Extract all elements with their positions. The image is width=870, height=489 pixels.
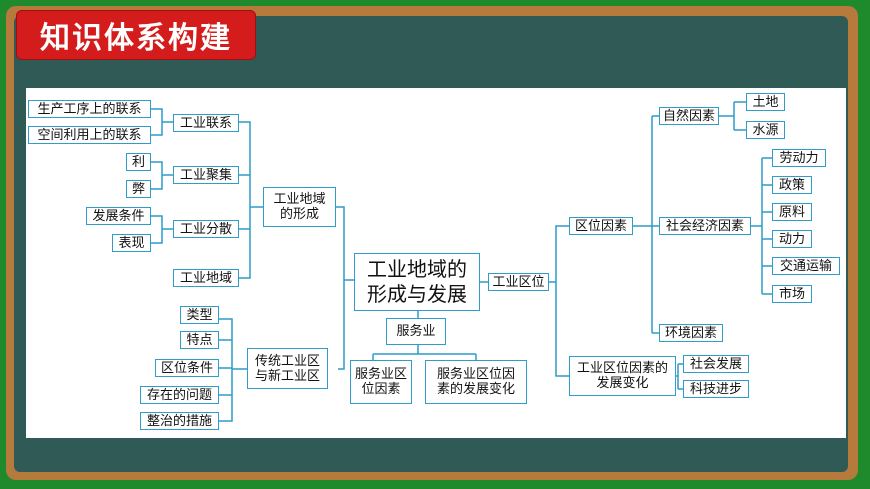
connector-lines: [151, 101, 772, 422]
node-social-development: 社会发展: [683, 355, 749, 373]
connector: [239, 121, 263, 279]
connector: [151, 215, 173, 244]
connector: [676, 363, 683, 390]
node-location-conditions: 区位条件: [155, 359, 219, 377]
connector: [336, 206, 354, 370]
node-service-industry: 服务业: [386, 318, 446, 345]
connector: [151, 108, 173, 136]
node-transport: 交通运输: [772, 257, 840, 275]
node-policy: 政策: [772, 176, 812, 194]
node-market: 市场: [772, 285, 812, 303]
node-service-factor-change: 服务业区位因素的发展变化: [425, 360, 527, 404]
node-production-link: 生产工序上的联系: [28, 100, 151, 118]
node-natural-factors: 自然因素: [659, 107, 719, 125]
node-development-conditions: 发展条件: [86, 207, 151, 225]
node-environment-factors: 环境因素: [659, 324, 723, 342]
node-socioeconomic-factors: 社会经济因素: [659, 217, 751, 235]
node-power: 动力: [772, 230, 812, 248]
node-manifestation: 表现: [112, 234, 151, 252]
connector: [549, 225, 569, 377]
node-industrial-link: 工业联系: [173, 114, 239, 132]
node-location-factors: 区位因素: [569, 217, 633, 235]
node-land: 土地: [746, 93, 785, 111]
node-water: 水源: [746, 121, 785, 139]
title-badge: 知识体系构建: [16, 10, 256, 60]
connector: [219, 318, 247, 422]
node-advantage: 利: [126, 153, 151, 171]
node-traditional-new-region: 传统工业区与新工业区: [247, 348, 328, 389]
node-industrial-cluster: 工业聚集: [173, 166, 239, 184]
node-service-location-factors: 服务业区位因素: [350, 360, 412, 404]
connector: [633, 115, 659, 334]
connector: [151, 161, 173, 190]
node-industrial-dispersion: 工业分散: [173, 220, 239, 238]
node-region-formation: 工业地域的形成: [263, 187, 336, 227]
node-remediation: 整治的措施: [140, 412, 219, 430]
node-space-link: 空间利用上的联系: [28, 126, 151, 144]
connector: [372, 345, 477, 360]
node-tech-progress: 科技进步: [683, 380, 749, 398]
node-location-factor-change: 工业区位因素的发展变化: [569, 356, 676, 396]
connector: [751, 157, 772, 295]
node-labor: 劳动力: [772, 149, 826, 167]
node-type: 类型: [180, 306, 219, 324]
node-disadvantage: 弊: [126, 180, 151, 198]
node-existing-problems: 存在的问题: [140, 386, 219, 404]
node-industrial-region: 工业地域: [173, 269, 239, 287]
connector: [719, 101, 746, 131]
node-feature: 特点: [180, 331, 219, 349]
node-center-topic: 工业地域的形成与发展: [354, 253, 480, 311]
node-industrial-location: 工业区位: [488, 273, 549, 291]
node-raw-material: 原料: [772, 203, 812, 221]
